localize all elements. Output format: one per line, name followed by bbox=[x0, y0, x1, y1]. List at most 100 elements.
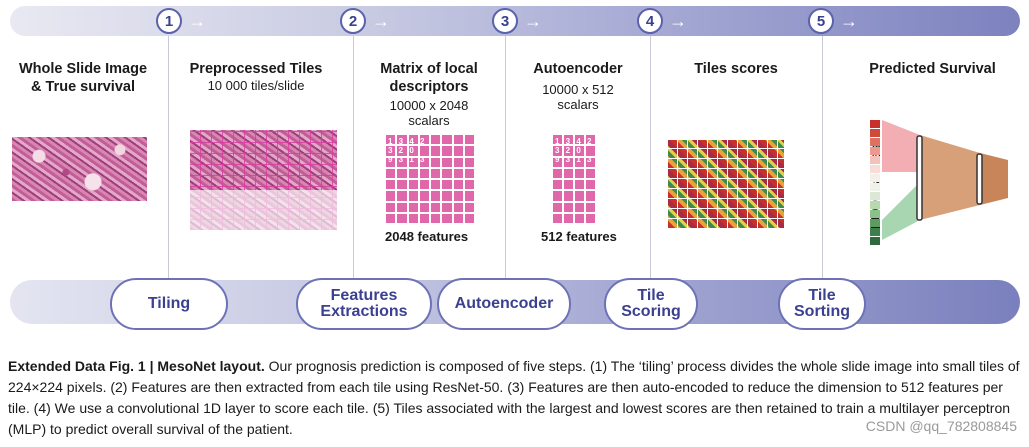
matrix-cell bbox=[431, 180, 441, 190]
matrix-cell bbox=[408, 191, 418, 201]
survival-funnel-body bbox=[920, 135, 980, 220]
matrix-cell bbox=[586, 202, 595, 212]
matrix-cell bbox=[408, 157, 418, 167]
matrix-cell bbox=[431, 157, 441, 167]
matrix-cell bbox=[553, 157, 562, 167]
process-autoencoder: Autoencoder bbox=[437, 278, 571, 330]
matrix-cell bbox=[397, 180, 407, 190]
matrix-cell bbox=[453, 146, 463, 156]
matrix-cell bbox=[564, 202, 573, 212]
stage-matrix-title: Matrix of local descriptors bbox=[358, 60, 500, 96]
matrix-cell bbox=[586, 180, 595, 190]
descriptor-matrix bbox=[386, 135, 474, 223]
whole-slide-image bbox=[12, 137, 147, 201]
matrix-cell bbox=[586, 213, 595, 223]
matrix-values: 1 3 4 2 3 2 0 9 3 1 3 bbox=[555, 137, 593, 164]
step-number: 1 bbox=[156, 8, 182, 34]
matrix-cell bbox=[442, 135, 452, 145]
matrix-cell bbox=[464, 202, 474, 212]
process-tile-sorting: Tile Sorting bbox=[778, 278, 866, 330]
divider bbox=[168, 36, 169, 280]
stage-autoencoder-title: Autoencoder bbox=[533, 61, 623, 77]
step-number: 3 bbox=[492, 8, 518, 34]
matrix-cell bbox=[408, 135, 418, 145]
matrix-cell bbox=[442, 168, 452, 178]
score-cell bbox=[870, 201, 880, 209]
matrix-cell bbox=[564, 135, 573, 145]
divider bbox=[505, 36, 506, 280]
score-cell bbox=[870, 156, 880, 164]
matrix-cell bbox=[442, 202, 452, 212]
stage-scores-title: Tiles scores bbox=[694, 61, 778, 77]
stage-wsi-title: Whole Slide Image & True survival bbox=[8, 60, 158, 96]
step-number: 2 bbox=[340, 8, 366, 34]
matrix-cell bbox=[386, 146, 396, 156]
matrix-cell bbox=[453, 202, 463, 212]
matrix-cell bbox=[419, 157, 429, 167]
matrix-cell bbox=[564, 157, 573, 167]
matrix-cell bbox=[442, 157, 452, 167]
matrix-cell bbox=[397, 157, 407, 167]
step-5-marker: 5 → bbox=[808, 8, 858, 34]
arrow-right-icon: → bbox=[840, 10, 858, 31]
matrix-cell bbox=[408, 213, 418, 223]
process-label: Autoencoder bbox=[454, 295, 554, 312]
matrix-value-row: 9 3 1 3 bbox=[555, 155, 594, 164]
matrix-value-row: 1 3 4 2 bbox=[388, 137, 427, 146]
matrix-cell bbox=[419, 191, 429, 201]
divider bbox=[353, 36, 354, 280]
matrix-cell bbox=[464, 180, 474, 190]
matrix-cell bbox=[575, 146, 584, 156]
matrix-value-row: 1 3 4 2 bbox=[555, 137, 594, 146]
matrix-cell bbox=[408, 146, 418, 156]
title-line: descriptors bbox=[389, 79, 469, 95]
matrix-cell bbox=[419, 213, 429, 223]
matrix-cell bbox=[453, 213, 463, 223]
stage-tiles-subtitle: 10 000 tiles/slide bbox=[207, 78, 305, 93]
matrix-cell bbox=[553, 180, 562, 190]
sorted-score-column bbox=[870, 120, 880, 254]
matrix-cell bbox=[408, 168, 418, 178]
watermark: CSDN @qq_782808845 bbox=[865, 418, 1017, 434]
step-4-marker: 4 → bbox=[637, 8, 687, 34]
matrix-cell bbox=[386, 213, 396, 223]
score-cell bbox=[870, 219, 880, 227]
matrix-cell bbox=[575, 135, 584, 145]
matrix-cell bbox=[553, 191, 562, 201]
step-2-marker: 2 → bbox=[340, 8, 390, 34]
step-number: 5 bbox=[808, 8, 834, 34]
title-line: & True survival bbox=[31, 79, 135, 95]
matrix-cell bbox=[408, 202, 418, 212]
process-label: Sorting bbox=[794, 303, 850, 320]
matrix-cell bbox=[386, 180, 396, 190]
matrix-cell bbox=[386, 202, 396, 212]
mlp-funnel-diagram bbox=[882, 120, 1008, 240]
score-cell bbox=[870, 210, 880, 218]
matrix-cell bbox=[419, 146, 429, 156]
matrix-cell bbox=[431, 146, 441, 156]
stage-survival-title: Predicted Survival bbox=[869, 61, 996, 77]
process-tile-scoring: Tile Scoring bbox=[604, 278, 698, 330]
matrix-cell bbox=[419, 168, 429, 178]
survival-funnel-tip bbox=[980, 153, 1008, 205]
matrix-cell bbox=[553, 213, 562, 223]
process-tiling: Tiling bbox=[110, 278, 228, 330]
process-label: Scoring bbox=[621, 303, 681, 320]
matrix-cell bbox=[553, 168, 562, 178]
matrix-cell bbox=[453, 191, 463, 201]
score-cell bbox=[870, 120, 880, 128]
matrix-value-row: 9 3 1 3 bbox=[388, 155, 427, 164]
matrix-cell bbox=[442, 213, 452, 223]
matrix-cell bbox=[397, 135, 407, 145]
stage-matrix-subtitle: 10000 x 2048 scalars bbox=[358, 98, 500, 128]
matrix-cell bbox=[564, 213, 573, 223]
matrix-cell bbox=[419, 135, 429, 145]
process-label: Tile bbox=[637, 287, 665, 304]
matrix-cell bbox=[553, 202, 562, 212]
matrix-cell bbox=[575, 191, 584, 201]
score-cell bbox=[870, 129, 880, 137]
matrix-cell bbox=[464, 191, 474, 201]
figure-caption: Extended Data Fig. 1 | MesoNet layout. O… bbox=[8, 356, 1026, 440]
matrix-cell bbox=[464, 157, 474, 167]
divider bbox=[822, 36, 823, 280]
